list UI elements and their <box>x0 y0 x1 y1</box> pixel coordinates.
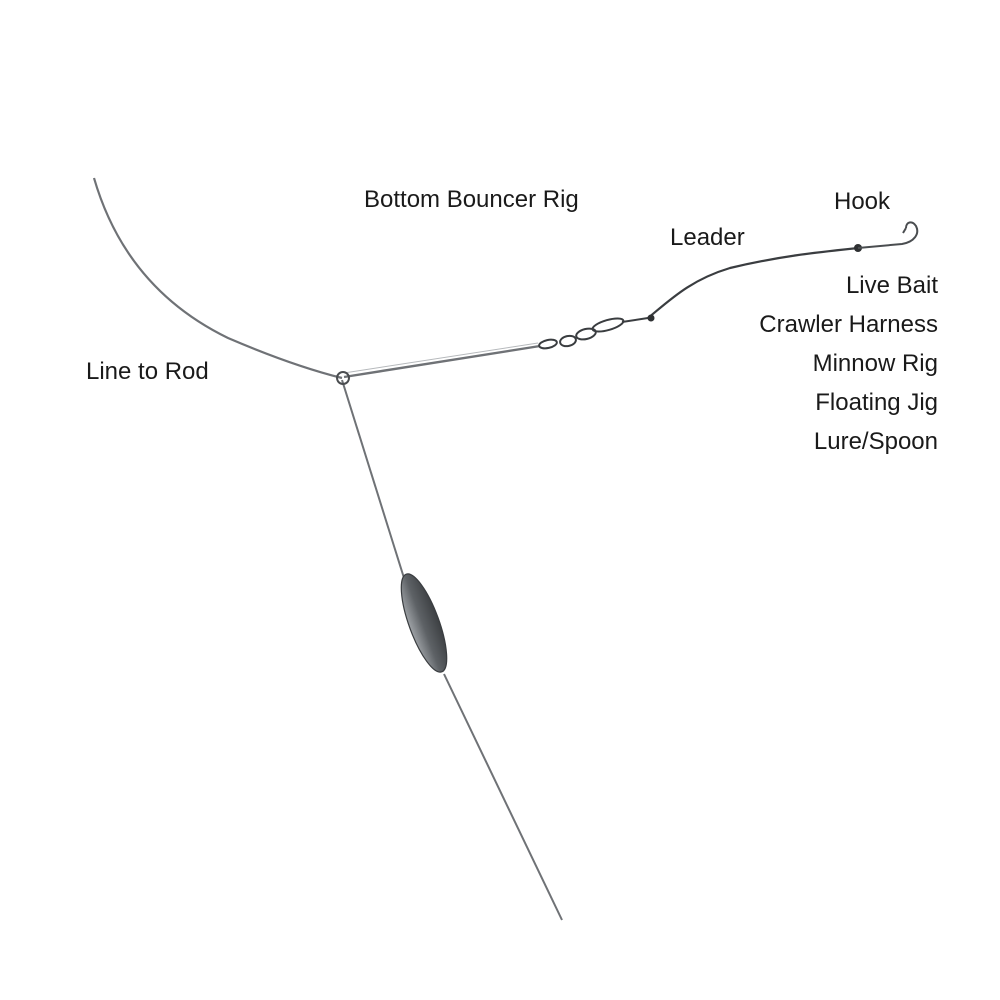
bouncer-wire <box>341 379 405 579</box>
bouncer-weight <box>400 573 448 673</box>
main-line <box>92 177 343 380</box>
diagram-title: Bottom Bouncer Rig <box>364 186 579 213</box>
line-to-rod-label: Line to Rod <box>86 358 209 385</box>
hook-icon <box>857 221 919 249</box>
bait-option: Live Bait <box>845 272 938 299</box>
bouncer-arm-highlight <box>343 342 539 374</box>
bait-options-list: Live Bait Crawler Harness Minnow Rig Flo… <box>759 272 938 467</box>
leader-line <box>647 246 859 319</box>
snap-swivel <box>538 317 649 350</box>
bait-option: Floating Jig <box>815 389 938 416</box>
leader-label: Leader <box>670 224 745 251</box>
bouncer-wire-lower <box>443 673 563 921</box>
bait-option: Minnow Rig <box>812 350 938 377</box>
hook-barb <box>902 227 907 234</box>
bait-option: Crawler Harness <box>759 311 938 338</box>
elbow-loop <box>336 371 350 385</box>
bouncer-arm <box>343 344 541 379</box>
bait-option: Lure/Spoon <box>813 428 938 455</box>
leader-knot <box>647 314 655 322</box>
hook-label: Hook <box>834 188 891 215</box>
